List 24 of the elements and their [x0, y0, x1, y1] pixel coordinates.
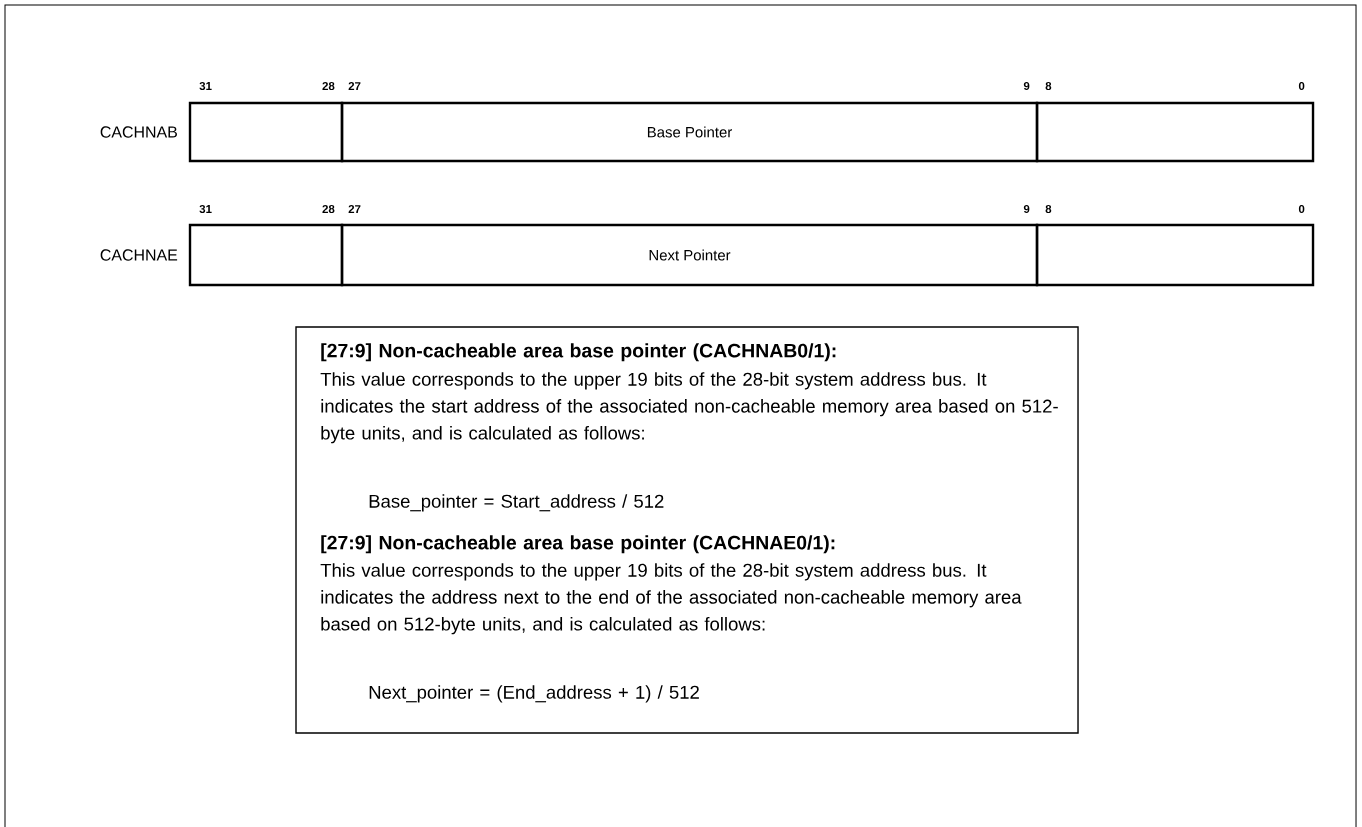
bit-number: 9 — [1023, 81, 1030, 91]
paragraph: This value corresponds to the upper 19 bits of the 28-bit system address bus. It indicates the start address of the associated non-cacheable memory area based on 512-byte units, and is calculated as follows: — [320, 372, 1058, 444]
bit-number: 9 — [1023, 204, 1030, 214]
heading: [27:9] Non-cacheable area base pointer (CACHNAE0/1): — [321, 535, 835, 554]
register-field — [188, 101, 344, 163]
bit-number: 28 — [322, 81, 335, 91]
bit-number: 27 — [348, 82, 361, 90]
bit-number: 28 — [322, 204, 335, 214]
bit-number: 8 — [1045, 204, 1052, 214]
bit-number: 0 — [1298, 81, 1305, 91]
bit-number: 27 — [348, 205, 361, 213]
bit-number: 31 — [199, 81, 212, 91]
bit-number: 8 — [1045, 81, 1052, 91]
bit-number: 31 — [199, 204, 212, 214]
paragraph: This value corresponds to the upper 19 bits of the 28-bit system address bus. It indicates the address next to the end of the associated non-cacheable memory area based on 512-byte units, and is calculated as follows: — [320, 563, 1022, 635]
register-field — [1035, 101, 1315, 163]
formula: Base_pointer = Start_address / 512 — [369, 494, 664, 512]
formula: Next_pointer = (End_address + 1) / 512 — [369, 685, 699, 703]
register-field: Base Pointer — [340, 101, 1039, 163]
register-field — [188, 223, 344, 287]
register-field — [1035, 223, 1315, 287]
register-field: Next Pointer — [340, 223, 1039, 287]
heading: [27:9] Non-cacheable area base pointer (CACHNAB0/1): — [321, 343, 836, 362]
bit-number: 0 — [1298, 204, 1305, 214]
